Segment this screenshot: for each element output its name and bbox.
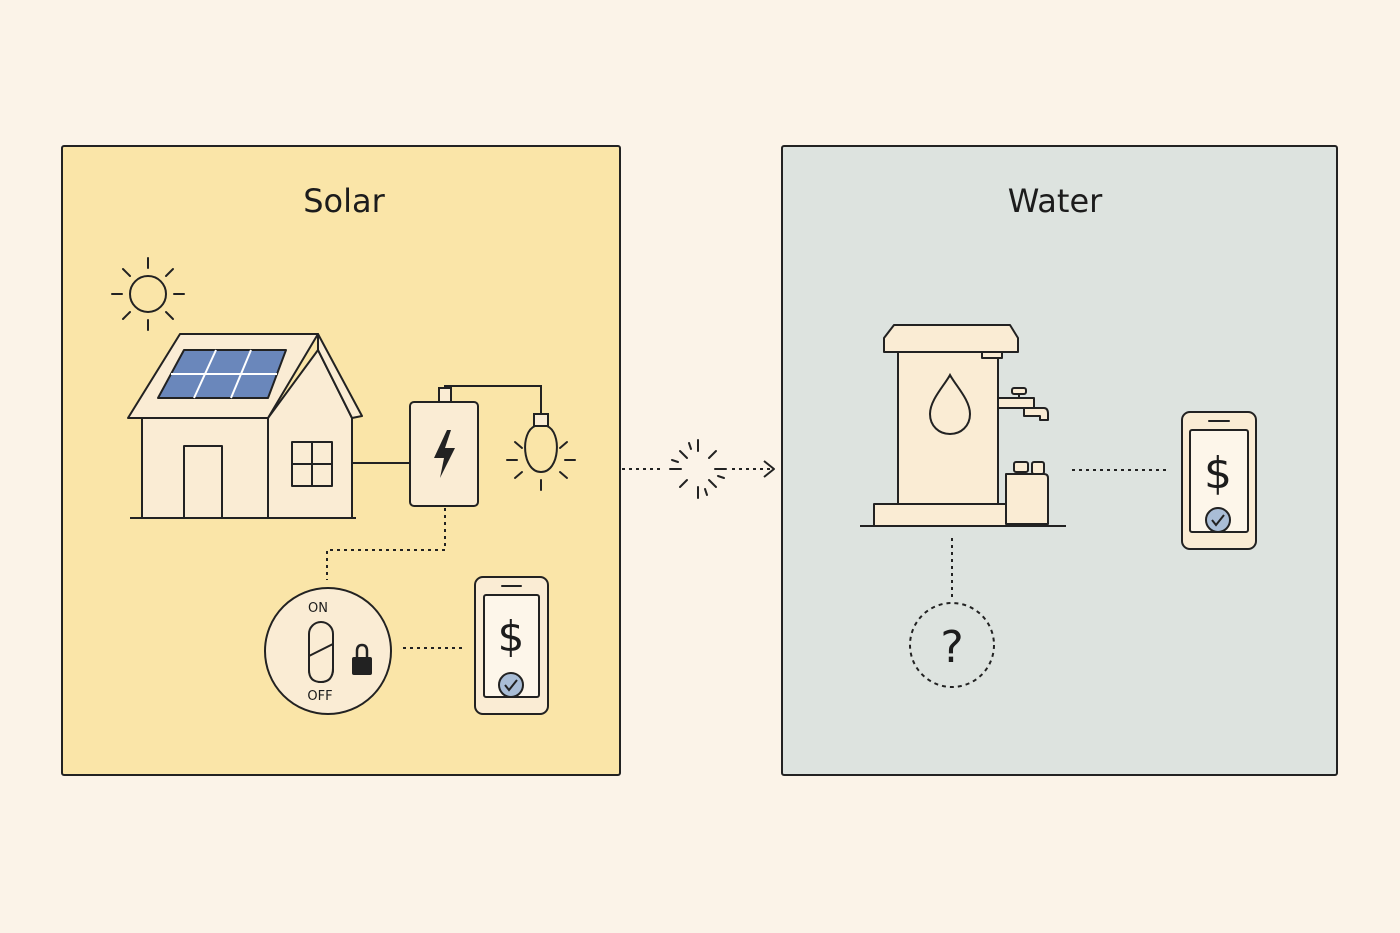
water-panel: Water ?: [781, 145, 1338, 776]
lock-icon: [352, 643, 372, 675]
jerrycan-icon: [1005, 461, 1049, 525]
payment-symbol: $: [1204, 448, 1232, 499]
tap-icon: [997, 387, 1049, 421]
unknown-symbol: ?: [940, 622, 963, 673]
switch-on-label: ON: [308, 601, 328, 616]
solar-panel: Solar: [61, 145, 621, 776]
solar-panel-array: [157, 349, 287, 399]
checkmark-icon: [1205, 507, 1231, 533]
solar-title: Solar: [303, 182, 385, 220]
checkmark-icon: [498, 672, 524, 698]
sun-icon: [111, 257, 185, 331]
battery-switch-link: [326, 508, 446, 580]
burst-icon: [669, 439, 727, 499]
phone-icon: $: [1181, 411, 1257, 550]
water-title: Water: [1008, 182, 1103, 220]
connector: [622, 439, 775, 499]
battery-icon: [409, 387, 479, 507]
switch-off-label: OFF: [307, 689, 332, 704]
payment-symbol: $: [498, 612, 525, 661]
arrow-right-icon: [763, 460, 775, 478]
light-bulb-icon: [506, 413, 576, 491]
house-with-solar-panels-icon: [127, 333, 363, 519]
water-drop-icon: [928, 372, 972, 436]
switch-icon: ON OFF: [264, 587, 392, 715]
phone-icon: $: [474, 576, 549, 715]
question-icon: ?: [909, 602, 995, 688]
battery-bulb-wire: [444, 385, 542, 414]
